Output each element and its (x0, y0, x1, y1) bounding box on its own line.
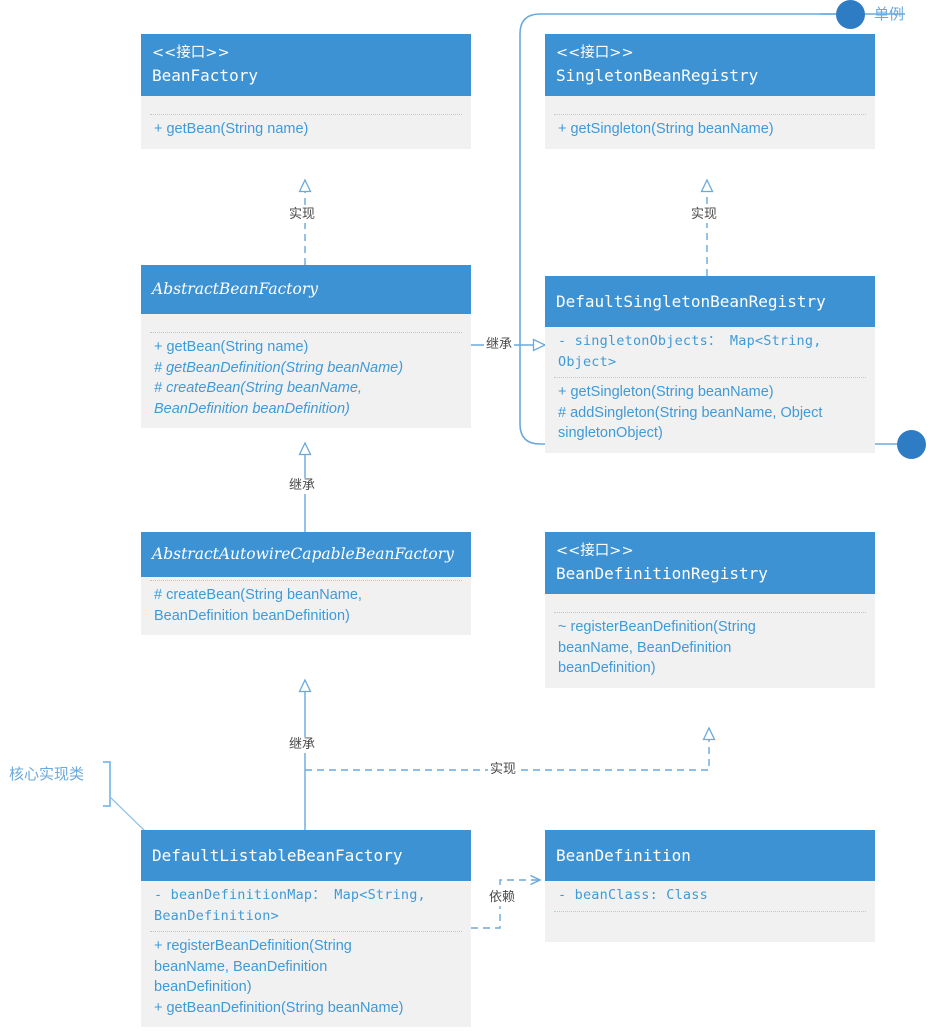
class-attributes-defaultsingletonbeanregistry: - singletonObjects： Map<String, Object> (545, 327, 875, 377)
class-methods-abstractbeanfactory: + getBean(String name) # getBeanDefiniti… (141, 333, 471, 428)
class-member: - beanClass: Class (558, 887, 708, 903)
annotation-singleton: 单例 (874, 5, 905, 23)
class-member: # addSingleton(String beanName, Object s… (558, 404, 823, 442)
class-member: + getBean(String name) (154, 121, 309, 137)
class-box-abstractautowirecapablebeanfactory[interactable]: AbstractAutowireCapableBeanFactory # cre… (141, 532, 471, 635)
singleton-group-dot-bottom (897, 430, 926, 459)
class-attributes-beanfactory (141, 96, 471, 114)
class-header-defaultlistablebeanfactory: DefaultListableBeanFactory (141, 830, 471, 881)
class-stereotype: <<接口>> (152, 45, 230, 61)
class-attributes-defaultlistablebeanfactory: - beanDefinitionMap： Map<String, BeanDef… (141, 881, 471, 931)
core-impl-leader-line (109, 796, 147, 833)
class-header-beanfactory: <<接口>> BeanFactory (141, 34, 471, 96)
class-attributes-beandefinitionregistry (545, 594, 875, 612)
class-title: AbstractAutowireCapableBeanFactory (152, 545, 454, 563)
class-methods-singletonbeanregistry: + getSingleton(String beanName) (545, 115, 875, 149)
edge-label-depends-beandefinition: 依赖 (487, 890, 518, 906)
class-methods-defaultsingletonbeanregistry: + getSingleton(String beanName) # addSin… (545, 378, 875, 453)
class-methods-defaultlistablebeanfactory: + registerBeanDefinition(String beanName… (141, 932, 471, 1027)
class-title: BeanFactory (152, 66, 258, 85)
class-member: # createBean(String beanName, BeanDefini… (154, 380, 362, 417)
class-title: AbstractBeanFactory (152, 280, 318, 298)
class-methods-abstractautowirecapablebeanfactory: # createBean(String beanName, BeanDefini… (141, 581, 471, 635)
class-header-abstractbeanfactory: AbstractBeanFactory (141, 265, 471, 314)
core-impl-bracket (103, 761, 111, 807)
edge-label-extends-defaultsingletonbeanregistry: 继承 (484, 337, 515, 353)
class-methods-beandefinition (545, 912, 875, 942)
class-member: + getSingleton(String beanName) (558, 384, 774, 400)
class-title: BeanDefinition (556, 846, 691, 865)
class-member: + getBean(String name) (154, 339, 309, 355)
class-box-beandefinition[interactable]: BeanDefinition - beanClass: Class (545, 830, 875, 942)
class-member: - beanDefinitionMap： Map<String, BeanDef… (154, 887, 426, 924)
class-box-defaultlistablebeanfactory[interactable]: DefaultListableBeanFactory - beanDefinit… (141, 830, 471, 1027)
edge-label-implements-singletonbeanregistry: 实现 (689, 207, 720, 223)
class-header-beandefinition: BeanDefinition (545, 830, 875, 881)
class-methods-beanfactory: + getBean(String name) (141, 115, 471, 149)
compartment-separator (150, 332, 462, 333)
class-header-beandefinitionregistry: <<接口>> BeanDefinitionRegistry (545, 532, 875, 594)
class-box-beanfactory[interactable]: <<接口>> BeanFactory + getBean(String name… (141, 34, 471, 149)
edge-label-implements-beanfactory: 实现 (287, 207, 318, 223)
class-title: DefaultListableBeanFactory (152, 846, 403, 865)
compartment-separator (554, 377, 866, 378)
class-header-defaultsingletonbeanregistry: DefaultSingletonBeanRegistry (545, 276, 875, 327)
compartment-separator (150, 580, 462, 581)
annotation-core-implementation-class: 核心实现类 (9, 765, 85, 783)
compartment-separator (150, 931, 462, 932)
edge-label-extends-abstractbeanfactory: 继承 (287, 478, 318, 494)
class-title: SingletonBeanRegistry (556, 66, 759, 85)
class-title: BeanDefinitionRegistry (556, 564, 768, 583)
class-header-abstractautowirecapablebeanfactory: AbstractAutowireCapableBeanFactory (141, 532, 471, 577)
compartment-separator (554, 612, 866, 613)
edge-label-extends-abstractautowirecapablebeanfactory: 继承 (287, 737, 318, 753)
edge-label-implements-beandefinitionregistry: 实现 (488, 762, 519, 778)
class-title: DefaultSingletonBeanRegistry (556, 292, 826, 311)
class-member: + getBeanDefinition(String beanName) (154, 999, 404, 1016)
class-member: + registerBeanDefinition(String beanName… (154, 938, 352, 995)
class-member: # createBean(String beanName, BeanDefini… (154, 587, 362, 624)
compartment-separator (554, 114, 866, 115)
compartment-separator (150, 114, 462, 115)
class-member: # getBeanDefinition(String beanName) (154, 359, 404, 376)
singleton-group-dot-top (836, 0, 865, 29)
class-box-defaultsingletonbeanregistry[interactable]: DefaultSingletonBeanRegistry - singleton… (545, 276, 875, 453)
class-stereotype: <<接口>> (556, 543, 634, 559)
class-member: - singletonObjects： Map<String, Object> (558, 333, 830, 370)
class-member: ~ registerBeanDefinition(String beanName… (558, 619, 756, 676)
class-box-singletonbeanregistry[interactable]: <<接口>> SingletonBeanRegistry + getSingle… (545, 34, 875, 149)
class-attributes-singletonbeanregistry (545, 96, 875, 114)
class-attributes-abstractbeanfactory (141, 314, 471, 332)
compartment-separator (554, 910, 866, 912)
class-methods-beandefinitionregistry: ~ registerBeanDefinition(String beanName… (545, 613, 875, 688)
class-attributes-beandefinition: - beanClass: Class (545, 881, 875, 911)
class-member: + getSingleton(String beanName) (558, 121, 774, 137)
class-box-beandefinitionregistry[interactable]: <<接口>> BeanDefinitionRegistry ~ register… (545, 532, 875, 688)
class-stereotype: <<接口>> (556, 45, 634, 61)
class-header-singletonbeanregistry: <<接口>> SingletonBeanRegistry (545, 34, 875, 96)
class-box-abstractbeanfactory[interactable]: AbstractBeanFactory + getBean(String nam… (141, 265, 471, 428)
